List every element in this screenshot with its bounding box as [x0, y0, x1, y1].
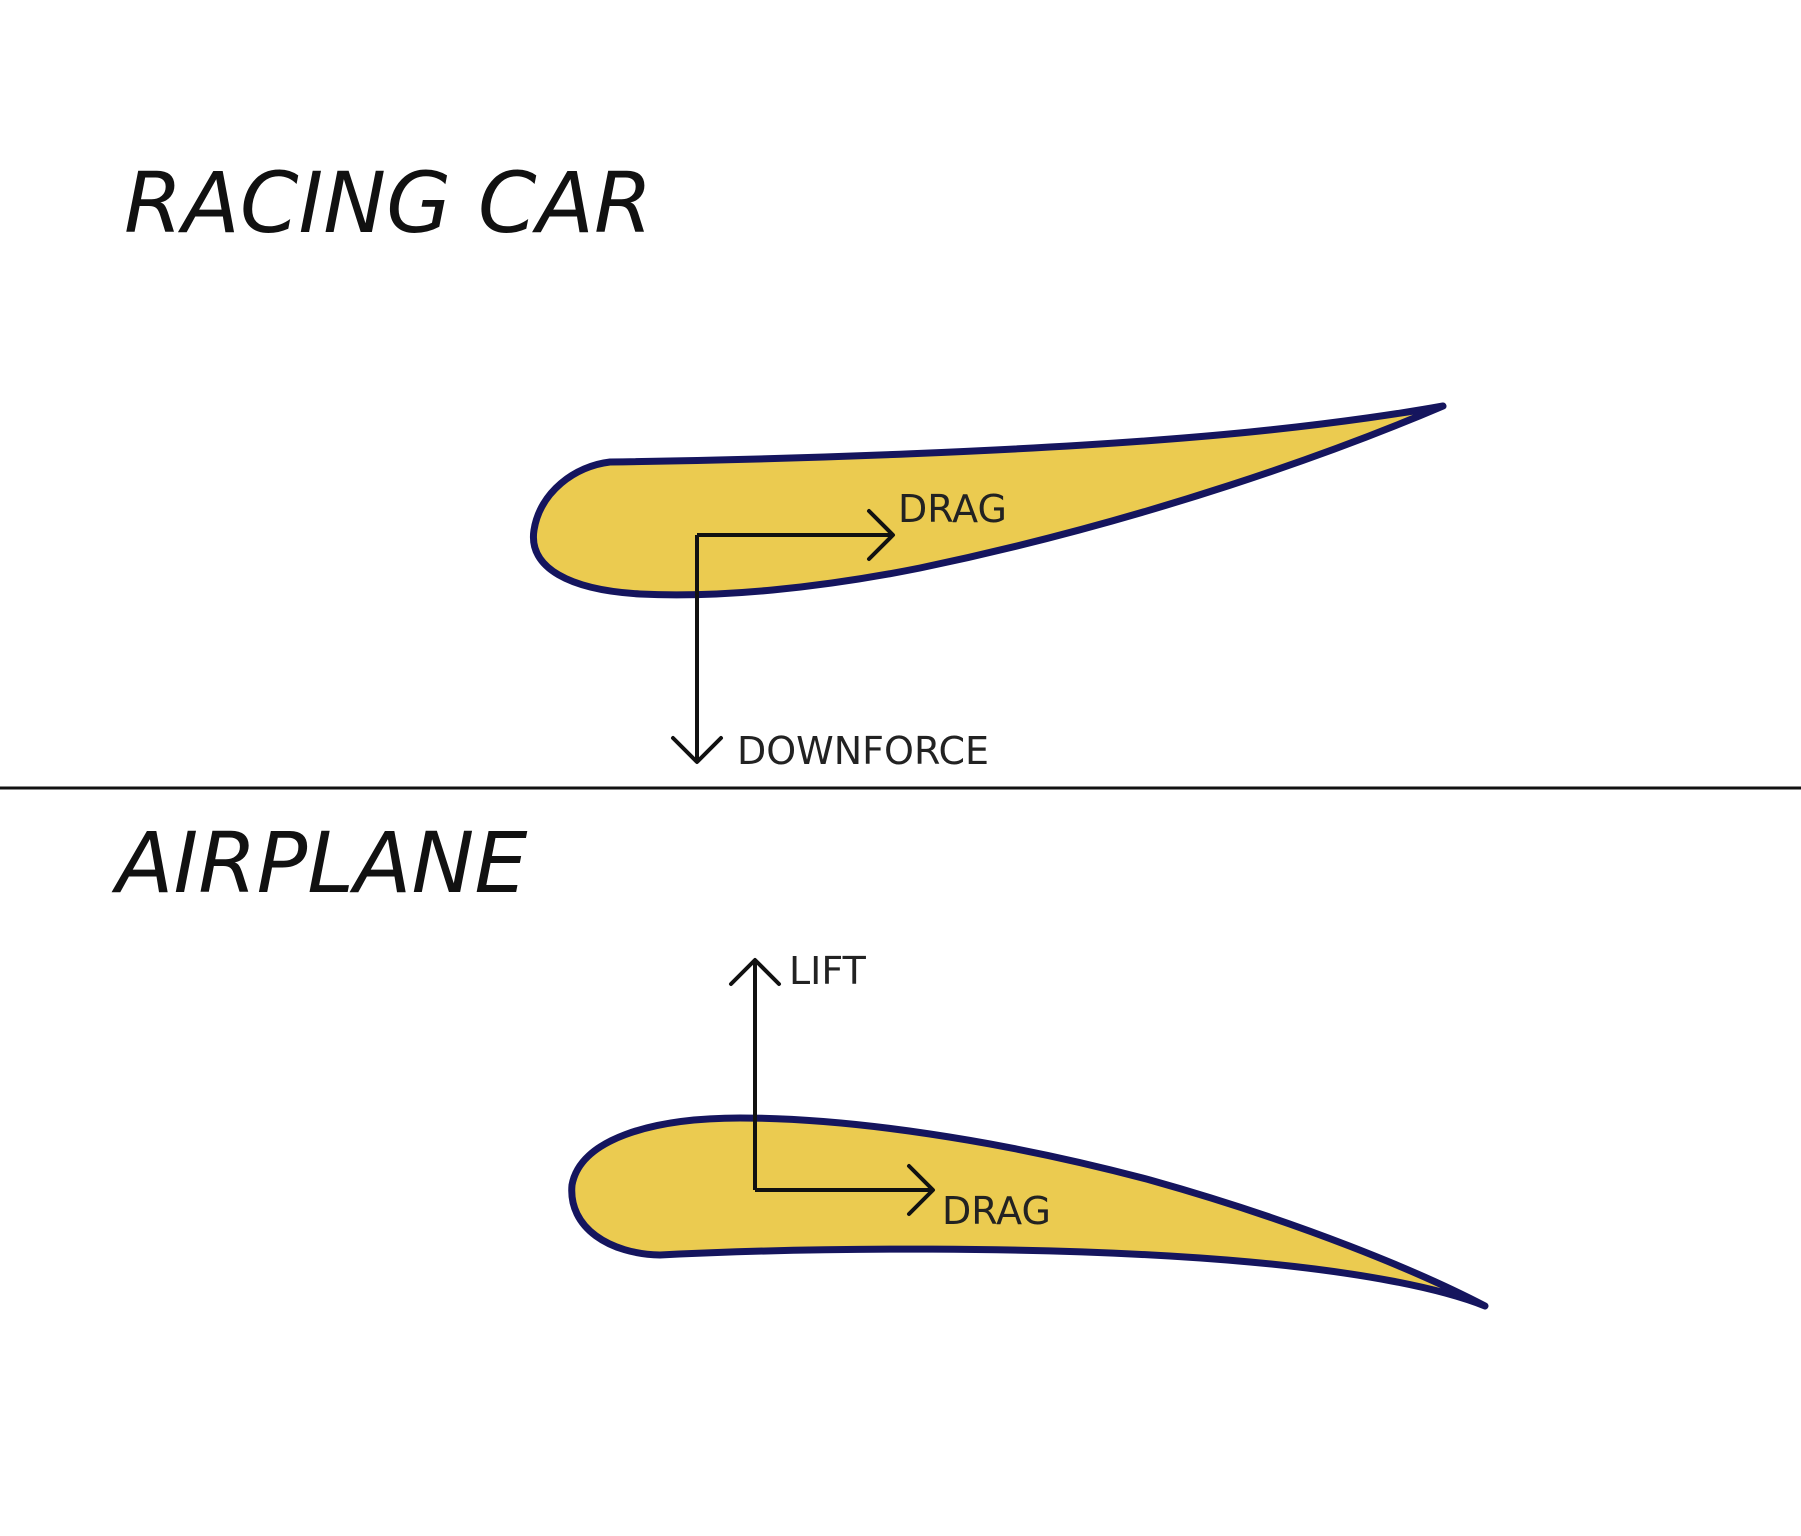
airplane-drag-label: DRAG: [942, 1189, 1051, 1233]
racing-drag-arrow-head: [867, 509, 895, 561]
racing-car-section: RACING CAR DRAG DOWNFORCE: [124, 154, 1447, 773]
airplane-title: AIRPLANE: [111, 814, 527, 912]
lift-label: LIFT: [789, 949, 867, 993]
racing-drag-label: DRAG: [898, 487, 1007, 531]
racing-car-title: RACING CAR: [124, 154, 652, 252]
downforce-arrow-head: [671, 736, 723, 764]
racing-car-wing: [529, 402, 1447, 599]
downforce-label: DOWNFORCE: [737, 729, 989, 773]
airplane-drag-arrow-head: [907, 1164, 935, 1216]
airplane-wing: [568, 1114, 1489, 1310]
lift-arrow-head: [729, 958, 781, 986]
airplane-section: AIRPLANE LIFT DRAG: [111, 814, 1489, 1310]
